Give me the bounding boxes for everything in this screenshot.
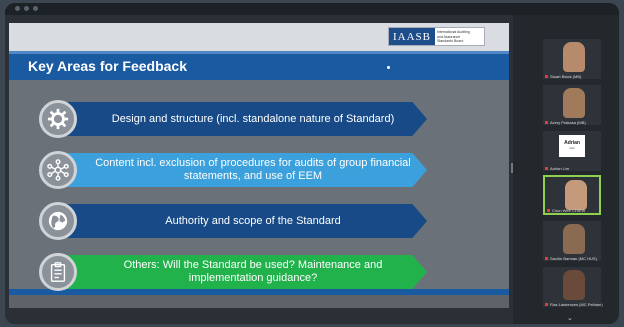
meeting-window: IAASB International Auditing and Assuran…	[5, 3, 619, 324]
slide-header: IAASB International Auditing and Assuran…	[9, 23, 509, 51]
feedback-item-text: Others: Will the Standard be used? Maint…	[61, 255, 427, 289]
participant-tile[interactable]: Stuart Black (MB)	[543, 39, 601, 79]
slide-title: Key Areas for Feedback	[28, 58, 187, 74]
feedback-item-text: Content incl. exclusion of procedures fo…	[61, 153, 427, 187]
participant-tile[interactable]: Fiaz Lawrences (MC Pelham)	[543, 267, 603, 307]
participant-tile[interactable]: Sachin Barman (MC HUS)	[543, 221, 601, 261]
slide-bottom	[9, 295, 509, 308]
participant-name: Avery Prakasa (MB)	[545, 120, 586, 125]
participant-name: Adrian Lim	[545, 166, 569, 171]
clipboard-icon	[39, 253, 77, 291]
shared-screen: IAASB International Auditing and Assuran…	[5, 15, 513, 324]
window-topbar	[5, 3, 619, 15]
slide-footer-bar	[9, 289, 509, 295]
participant-tile[interactable]: Avery Prakasa (MB)	[543, 85, 601, 125]
chevron-down-icon[interactable]: ⌄	[567, 315, 573, 322]
window-controls[interactable]	[15, 6, 38, 11]
participant-name: Stuart Black (MB)	[545, 74, 581, 79]
panel-resize-handle[interactable]	[511, 163, 513, 173]
participant-gallery: Stuart Black (MB) Avery Prakasa (MB) Adr…	[525, 15, 619, 324]
network-icon	[39, 151, 77, 189]
feedback-item-text: Authority and scope of the Standard	[61, 204, 427, 238]
logo-subtitle: International Auditing and Assurance Sta…	[437, 30, 470, 43]
participant-name: Chun Wee CHIEW	[547, 208, 585, 213]
iaasb-logo: IAASB International Auditing and Assuran…	[388, 27, 485, 46]
gear-icon	[39, 100, 77, 138]
participant-name: Fiaz Lawrences (MC Pelham)	[545, 302, 603, 307]
participant-tile-active-speaker[interactable]: Chun Wee CHIEW	[543, 175, 601, 215]
pointer-dot	[387, 66, 390, 69]
title-bar: Key Areas for Feedback	[9, 51, 509, 80]
participant-name: Sachin Barman (MC HUS)	[545, 256, 597, 261]
globe-icon	[39, 202, 77, 240]
presentation-slide: IAASB International Auditing and Assuran…	[9, 23, 509, 308]
logo-mark: IAASB	[389, 28, 436, 45]
feedback-item-text: Design and structure (incl. standalone n…	[61, 102, 427, 136]
